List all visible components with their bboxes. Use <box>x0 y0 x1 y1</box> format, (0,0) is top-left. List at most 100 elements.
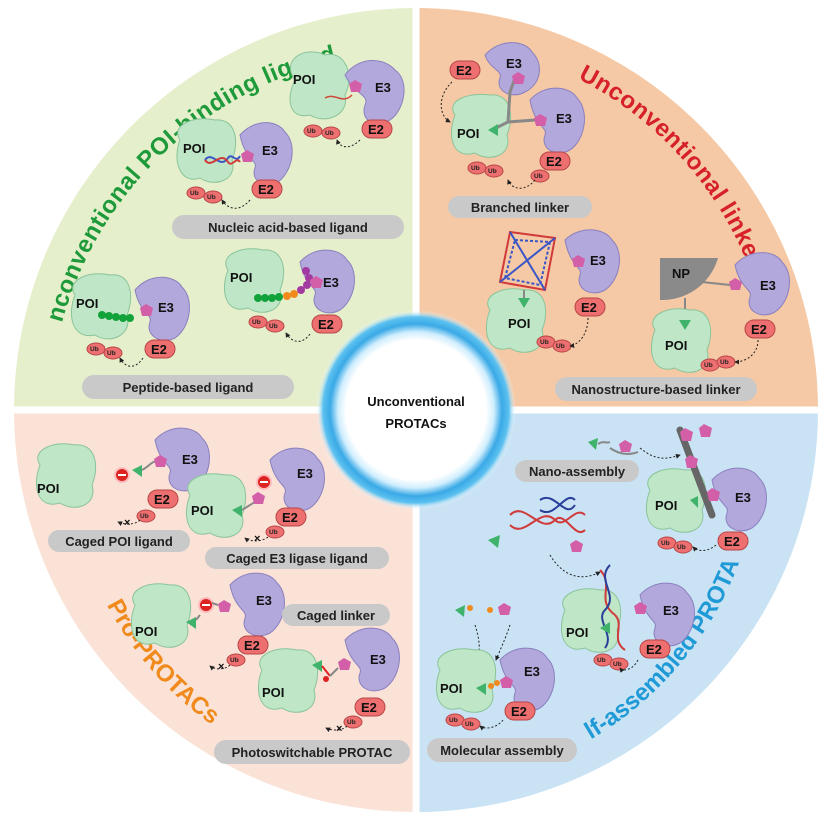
caption-caged-poi: Caged POI ligand <box>48 530 190 552</box>
e3-label: E3 <box>158 300 174 315</box>
complex-tr-branched: E3 E2 POI E3 E2 Ub Ub Ub <box>440 42 585 189</box>
ub-label: Ub <box>471 165 480 172</box>
ub-label: Ub <box>307 128 316 135</box>
e3-label: E3 <box>323 275 339 290</box>
ub-label: Ub <box>140 513 149 520</box>
caption-caged-linker: Caged linker <box>282 604 390 626</box>
blocked-cross: × <box>218 661 224 673</box>
e2-label: E2 <box>511 704 527 719</box>
poi-label: POI <box>76 296 98 311</box>
e2-label: E2 <box>368 122 384 137</box>
caption-photoswitch-text: Photoswitchable PROTAC <box>232 745 393 760</box>
complex-bl-caged-linker: POI E3 E2 Ub × <box>131 572 285 673</box>
complex-tr-dna-cage: E3 POI E2 Ub Ub <box>486 229 620 353</box>
e2-label: E2 <box>151 342 167 357</box>
complex-tl-2: POI E3 E2 Ub Ub <box>176 118 293 209</box>
caption-peptide-text: Peptide-based ligand <box>123 380 254 395</box>
e3-label: E3 <box>506 56 522 71</box>
peptide-chain <box>98 311 134 322</box>
caption-photoswitch: Photoswitchable PROTAC <box>214 740 410 764</box>
blocked-cross: × <box>254 533 260 545</box>
ub-label: Ub <box>269 323 278 330</box>
ub-label: Ub <box>534 173 543 180</box>
e3-label: E3 <box>556 111 572 126</box>
complex-bl-photoswitch: POI E3 E2 Ub × <box>258 627 400 735</box>
ub-label: Ub <box>704 362 713 369</box>
ub-label: Ub <box>540 339 549 346</box>
e3-label: E3 <box>182 452 198 467</box>
e2-label: E2 <box>646 642 662 657</box>
complex-br-dna: POI E3 E2 Ub Ub <box>561 564 695 673</box>
blocked-cross: × <box>124 517 130 529</box>
e2-label: E2 <box>751 322 767 337</box>
caption-caged-poi-text: Caged POI ligand <box>65 534 173 549</box>
center-title-line1: Unconventional <box>367 394 465 409</box>
e2-label: E2 <box>244 638 260 653</box>
caption-nanostructure-text: Nanostructure-based linker <box>571 382 740 397</box>
e3-label: E3 <box>375 80 391 95</box>
complex-br-nano: POI E3 E2 Ub Ub <box>646 424 767 554</box>
complex-tl-1: POI E3 E2 Ub Ub <box>289 51 405 148</box>
ub-label: Ub <box>252 319 261 326</box>
poi-label: POI <box>37 481 59 496</box>
e3-label: E3 <box>370 652 386 667</box>
poi-label: POI <box>262 685 284 700</box>
e2-label: E2 <box>456 63 472 78</box>
e2-label: E2 <box>546 154 562 169</box>
complex-tl-4: POI E3 E2 Ub Ub <box>224 248 355 342</box>
ub-label: Ub <box>347 719 356 726</box>
poi-label: POI <box>191 503 213 518</box>
poi-label: POI <box>135 624 157 639</box>
np-label: NP <box>672 266 690 281</box>
caption-molecular-assembly: Molecular assembly <box>427 738 577 762</box>
ub-label: Ub <box>107 350 116 357</box>
poi-label: POI <box>183 141 205 156</box>
complex-tl-3: POI E3 E2 Ub Ub <box>71 273 190 367</box>
complex-br-molecular: POI E3 E2 Ub Ub <box>436 647 555 731</box>
caption-nano-assembly-text: Nano-assembly <box>529 464 626 479</box>
e3-label: E3 <box>735 490 751 505</box>
e3-label: E3 <box>262 143 278 158</box>
e2-label: E2 <box>318 317 334 332</box>
nano-assembly-components <box>588 438 681 459</box>
complex-bl-caged-e3: POI E3 E2 Ub × <box>186 447 325 545</box>
poi-label: POI <box>566 625 588 640</box>
dna-tetrahedron <box>498 230 557 292</box>
e2-label: E2 <box>282 510 298 525</box>
ub-label: Ub <box>325 130 334 137</box>
ub-label: Ub <box>465 721 474 728</box>
caption-nanostructure: Nanostructure-based linker <box>555 377 757 401</box>
blocked-cross: × <box>336 723 342 735</box>
caption-nano-assembly: Nano-assembly <box>515 460 639 482</box>
ub-label: Ub <box>90 346 99 353</box>
center-disc <box>346 340 486 480</box>
ub-label: Ub <box>269 529 278 536</box>
caption-caged-linker-text: Caged linker <box>297 608 375 623</box>
dna-assembly-components <box>488 496 601 578</box>
ub-label: Ub <box>449 717 458 724</box>
ub-label: Ub <box>488 168 497 175</box>
center-title-line2: PROTACs <box>385 416 446 431</box>
e2-label: E2 <box>724 534 740 549</box>
e2-label: E2 <box>361 700 377 715</box>
ub-label: Ub <box>556 343 565 350</box>
e3-label: E3 <box>760 278 776 293</box>
ub-label: Ub <box>613 661 622 668</box>
caption-branched: Branched linker <box>448 196 592 218</box>
poi-label: POI <box>230 270 252 285</box>
e3-label: E3 <box>590 253 606 268</box>
poi-label: POI <box>457 126 479 141</box>
e3-label: E3 <box>297 466 313 481</box>
complex-tr-nanoparticle: NP E3 POI E2 Ub Ub <box>651 252 790 373</box>
ub-label: Ub <box>661 540 670 547</box>
e3-label: E3 <box>524 664 540 679</box>
caption-caged-e3-text: Caged E3 ligase ligand <box>226 551 368 566</box>
caption-molecular-assembly-text: Molecular assembly <box>440 743 564 758</box>
poi-label: POI <box>665 338 687 353</box>
ub-label: Ub <box>720 359 729 366</box>
poi-label: POI <box>293 72 315 87</box>
poi-label: POI <box>440 681 462 696</box>
ub-label: Ub <box>190 190 199 197</box>
ub-label: Ub <box>677 544 686 551</box>
caption-caged-e3: Caged E3 ligase ligand <box>205 547 389 569</box>
